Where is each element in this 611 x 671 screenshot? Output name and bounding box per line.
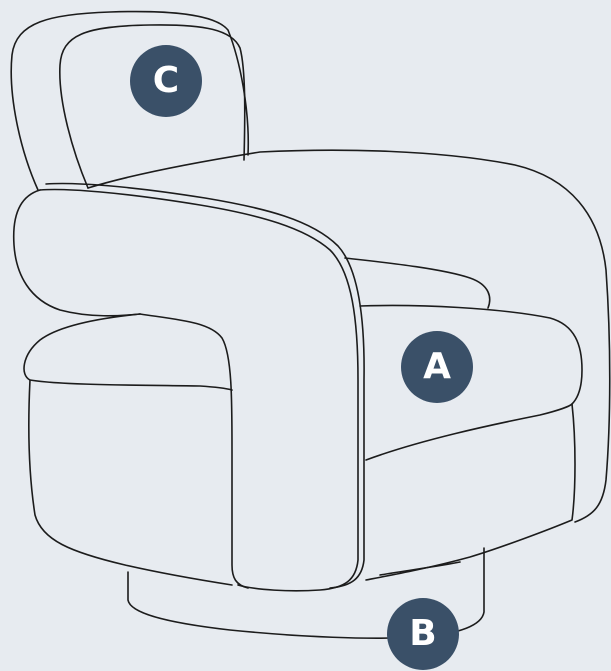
label-badge-c: C	[130, 45, 202, 117]
left-seat-cushion	[23, 313, 233, 391]
right-arm-top	[359, 304, 583, 405]
backrest-top-outline	[87, 149, 611, 523]
left-arm-front-top	[12, 189, 141, 317]
label-badge-a: A	[401, 331, 473, 403]
label-badge-b: B	[387, 598, 459, 670]
right-arm-back	[344, 257, 491, 309]
swivel-base-front	[127, 547, 485, 639]
seat-front-edge	[365, 403, 573, 461]
left-arm-piping	[45, 182, 365, 589]
left-arm-front-face	[139, 313, 249, 589]
swivel-base-inner	[379, 561, 461, 576]
left-side-body	[28, 379, 233, 586]
right-front-body	[365, 403, 576, 581]
headrest-front-outline	[59, 24, 246, 189]
headrest-back-outline	[10, 10, 250, 191]
left-arm-shell	[39, 188, 359, 592]
